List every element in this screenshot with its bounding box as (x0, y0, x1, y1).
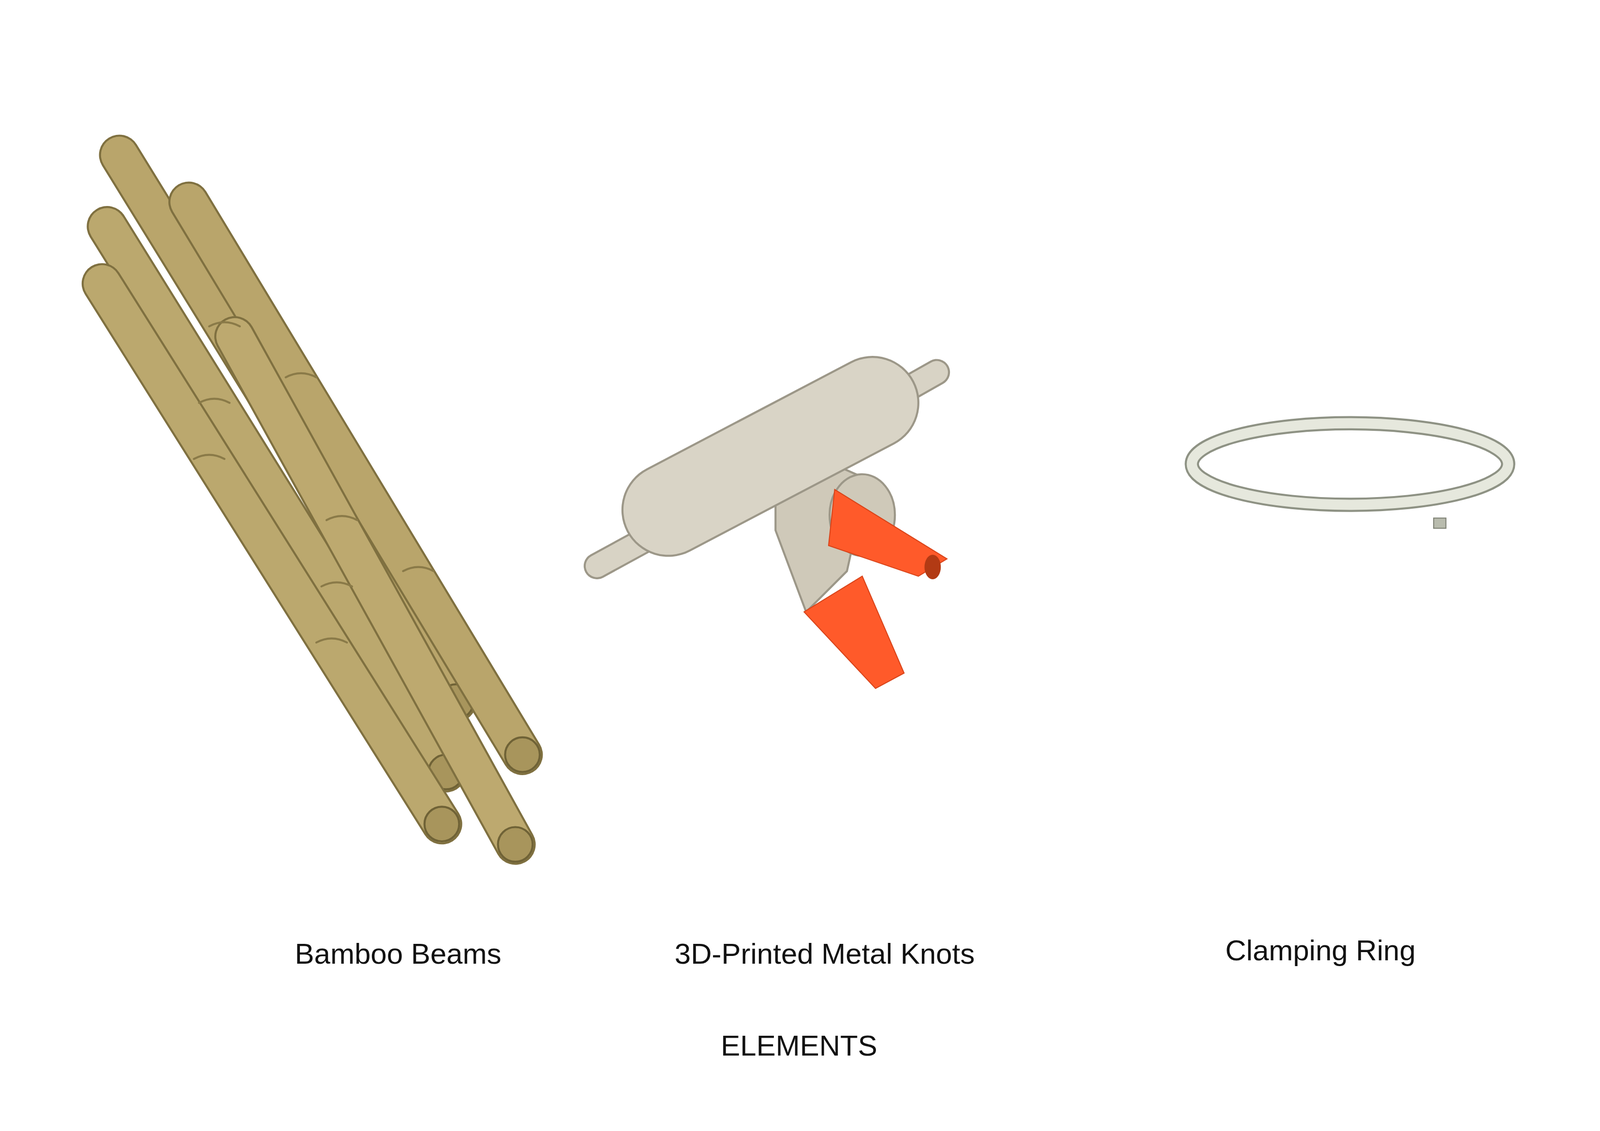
element-label: 3D-Printed Metal Knots (674, 936, 975, 972)
figure-caption: ELEMENTS (720, 1028, 877, 1064)
element-label: Bamboo Beams (295, 936, 502, 972)
metal-knot (596, 372, 948, 689)
clamping-ring (1191, 423, 1509, 529)
element-label: Clamping Ring (1225, 933, 1416, 969)
bamboo-beams (102, 155, 540, 863)
